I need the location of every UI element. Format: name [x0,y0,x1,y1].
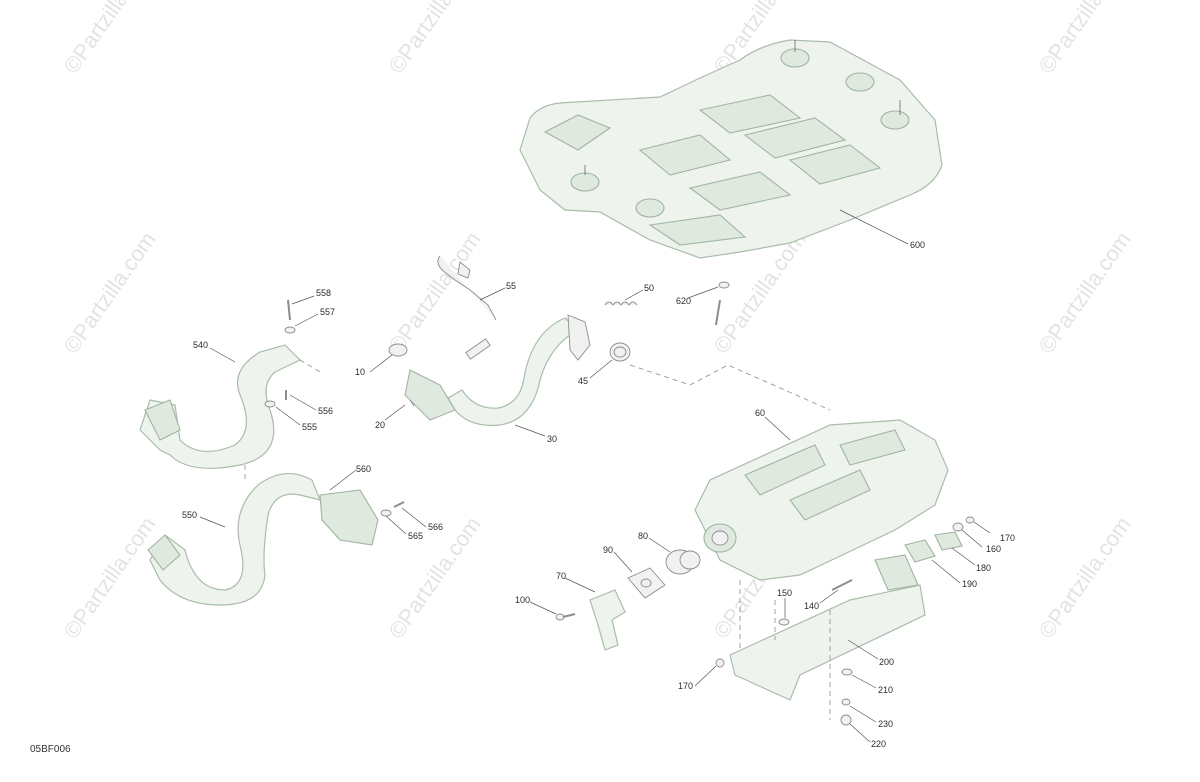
part-70-tail-pipe[interactable] [589,589,626,651]
callout-10: 10 [355,367,365,377]
part-80-sleeve[interactable] [665,549,701,575]
callout-200: 200 [879,657,894,667]
callout-labels: 55 50 45 10 20 30 600 620 60 80 90 70 10… [182,240,1015,749]
callout-558: 558 [316,288,331,298]
part-50-spring[interactable] [604,301,638,306]
callout-leaders [199,209,991,743]
part-540-header-pipe[interactable] [139,299,302,469]
part-600-heat-shield[interactable] [519,39,943,259]
callout-160: 160 [986,544,1001,554]
part-90-flange-gasket[interactable] [627,567,666,599]
callout-60: 60 [755,408,765,418]
part-550-header-pipe[interactable] [147,473,405,606]
watermark: ©Partzilla.com [1034,512,1136,643]
callout-150: 150 [777,588,792,598]
callout-540: 540 [193,340,208,350]
callout-100: 100 [515,595,530,605]
part-200-bracket[interactable] [729,554,926,701]
callout-50: 50 [644,283,654,293]
callout-600: 600 [910,240,925,250]
callout-170-lower: 170 [678,681,693,691]
callout-550: 550 [182,510,197,520]
part-30-exhaust-pipe[interactable] [388,314,591,427]
watermark: ©Partzilla.com [1034,0,1136,78]
callout-566: 566 [428,522,443,532]
part-100-screw[interactable] [555,613,576,621]
part-60-muffler[interactable] [694,419,949,581]
callout-30: 30 [547,434,557,444]
callout-170-upper: 170 [1000,533,1015,543]
part-55-oxygen-sensor[interactable] [437,255,497,360]
watermark: ©Partzilla.com [384,227,486,358]
watermark-layer: ©Partzilla.com ©Partzilla.com ©Partzilla… [59,0,1136,643]
callout-560: 560 [356,464,371,474]
watermark: ©Partzilla.com [1034,227,1136,358]
callout-140: 140 [804,601,819,611]
callout-20: 20 [375,420,385,430]
watermark: ©Partzilla.com [384,0,486,78]
diagram-code: 05BF006 [30,744,71,755]
callout-620: 620 [676,296,691,306]
callout-180: 180 [976,563,991,573]
callout-556: 556 [318,406,333,416]
callout-70: 70 [556,571,566,581]
callout-80: 80 [638,531,648,541]
callout-90: 90 [603,545,613,555]
hardware-fasteners[interactable] [715,516,975,726]
callout-190: 190 [962,579,977,589]
watermark: ©Partzilla.com [59,227,161,358]
callout-230: 230 [878,719,893,729]
callout-555: 555 [302,422,317,432]
watermark: ©Partzilla.com [59,0,161,78]
part-45-gasket[interactable] [609,342,631,362]
callout-210: 210 [878,685,893,695]
callout-220: 220 [871,739,886,749]
assembly-guide-lines [244,359,831,720]
part-620-screw-washer[interactable] [715,281,730,326]
callout-55: 55 [506,281,516,291]
watermark: ©Partzilla.com [59,512,161,643]
callout-557: 557 [320,307,335,317]
callout-565: 565 [408,531,423,541]
callout-45: 45 [578,376,588,386]
